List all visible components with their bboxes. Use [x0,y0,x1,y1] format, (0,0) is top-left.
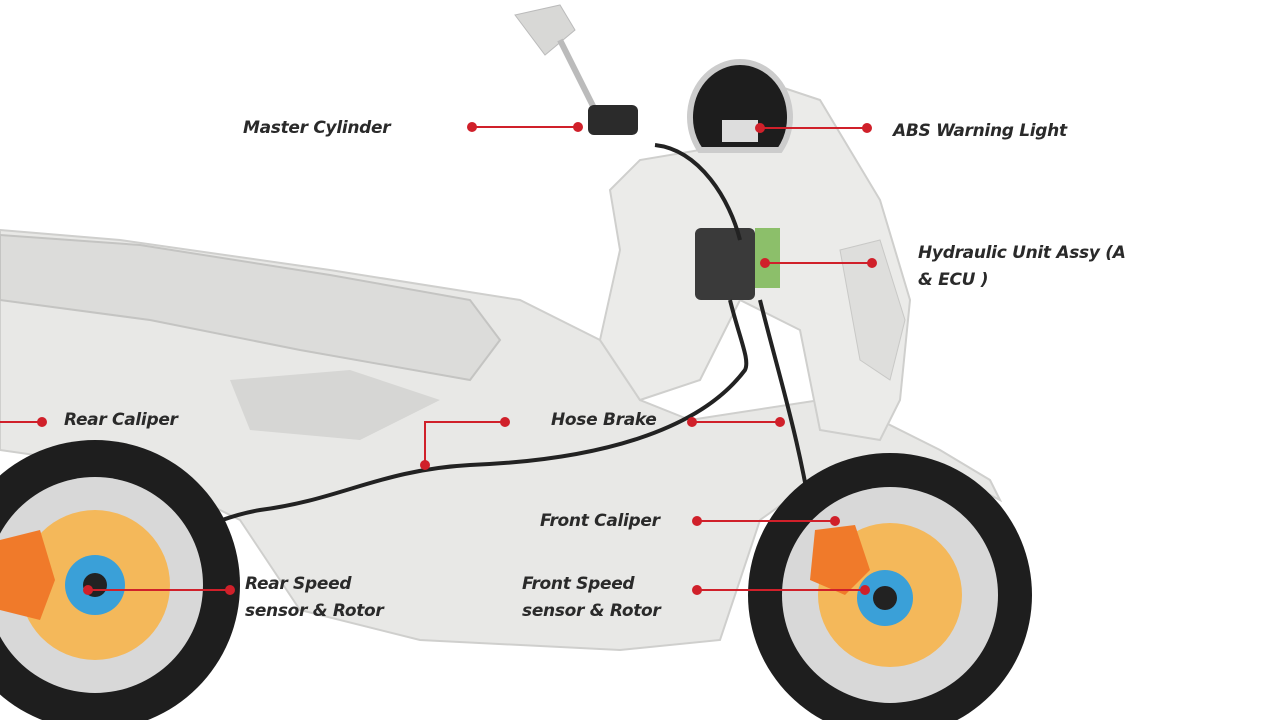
seat [0,233,502,382]
label-rear-speed-line2: sensor & Rotor [245,601,384,621]
label-master-cylinder: Master Cylinder [243,118,391,138]
rear-caliper-part [0,530,55,620]
label-hydraulic-unit: Hydraulic Unit Assy (A & ECU ) [918,240,1126,294]
label-front-speed-line2: sensor & Rotor [522,601,661,621]
dash-screen [722,120,758,142]
label-front-speed-line1: Front Speed [522,574,635,594]
label-front-caliper: Front Caliper [540,511,660,531]
label-rear-speed-sensor: Rear Speed sensor & Rotor [245,571,384,625]
front-caliper-part [810,525,870,595]
label-front-speed-sensor: Front Speed sensor & Rotor [522,571,661,625]
hydraulic-unit-part [695,228,755,300]
label-hydraulic-unit-line1: Hydraulic Unit Assy (A [918,243,1126,263]
leader-lines [0,122,877,595]
front-wheel [748,453,1032,720]
rear-wheel [0,440,240,720]
ecu-board [755,228,780,288]
master-cylinder-part [588,105,638,135]
label-hose-brake: Hose Brake [551,410,657,430]
label-rear-speed-line1: Rear Speed [245,574,352,594]
label-hydraulic-unit-line2: & ECU ) [918,270,989,290]
headlight [839,239,906,381]
label-abs-warning-light: ABS Warning Light [893,121,1067,141]
label-rear-caliper: Rear Caliper [64,410,178,430]
side-panel [230,370,440,440]
